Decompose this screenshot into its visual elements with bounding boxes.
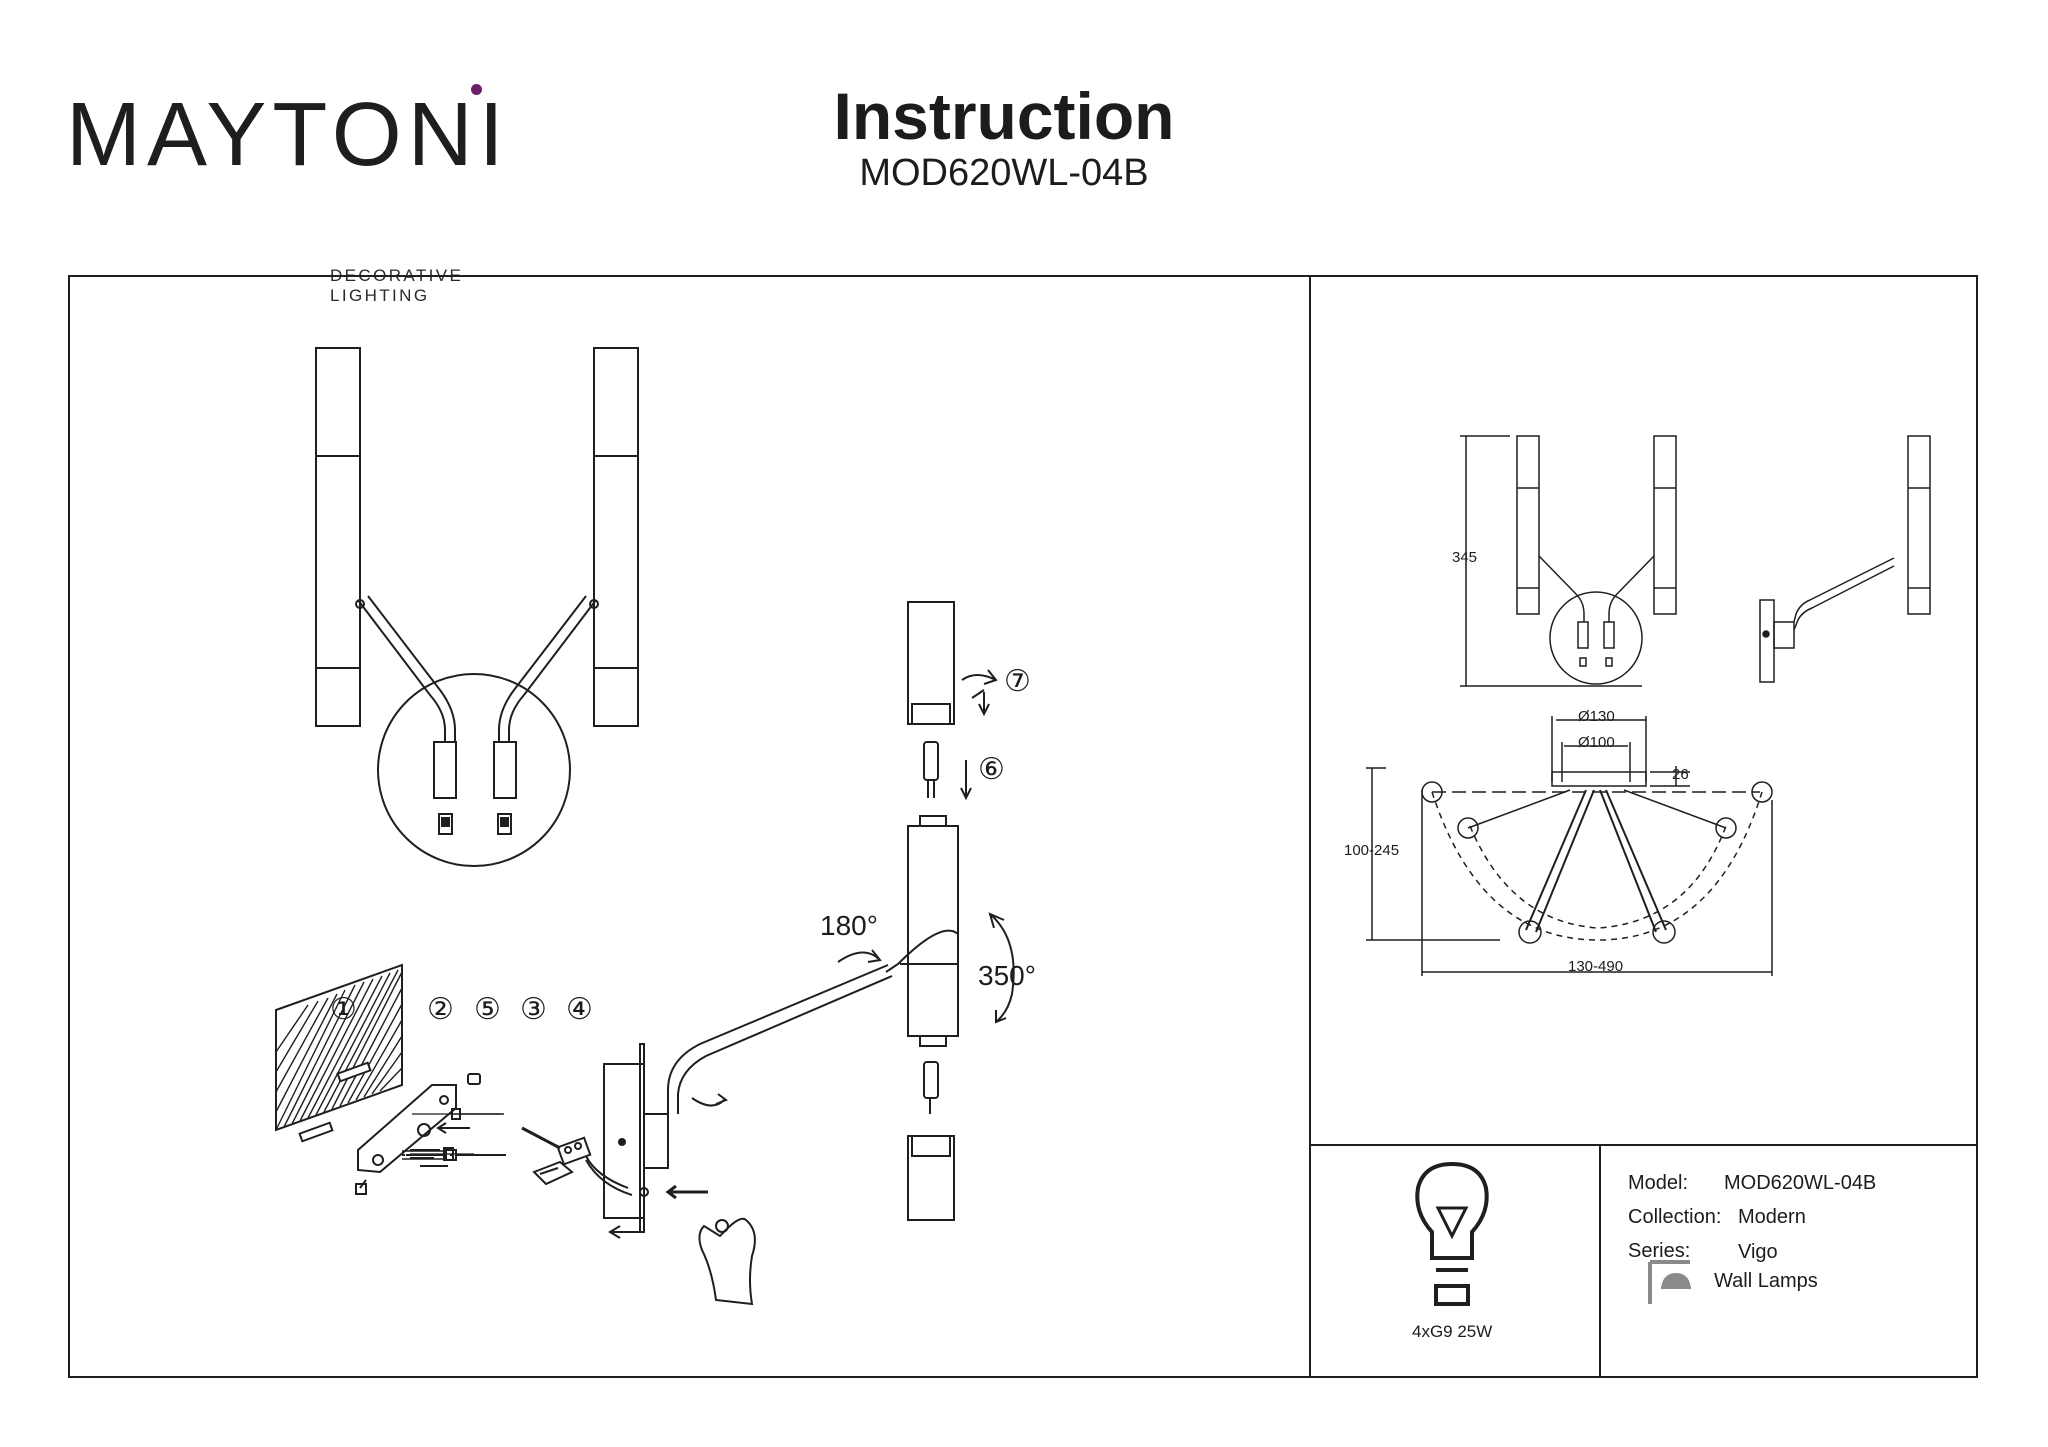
lamp-body-side [603, 964, 893, 1239]
model-label: Model: [1628, 1172, 1689, 1194]
left-arm [357, 599, 446, 742]
bulb-spec: 4xG9 25W [1412, 1322, 1493, 1341]
arrow-to-wall [436, 1122, 470, 1134]
series-label: Series: [1628, 1240, 1691, 1262]
dim-base-depth: 26 [1672, 766, 1689, 783]
g9-bulb-top [923, 741, 939, 781]
glass-shade-bottom [907, 1135, 955, 1221]
series-value: Vigo [1738, 1241, 1778, 1263]
hand-press-icon [665, 1184, 756, 1306]
logo-wordmark: MAYTONI [66, 85, 510, 185]
logo-accent-dot [471, 84, 482, 95]
rotation-arrow-head [988, 912, 1015, 1024]
wall-lamp-icon [1648, 1260, 1692, 1304]
bulb-icon [1415, 1161, 1489, 1306]
left-shade [315, 347, 361, 727]
right-arm-holder [493, 741, 517, 799]
dimension-drawing-front [1460, 435, 1677, 687]
dimension-drawing-side [1759, 435, 1931, 683]
mounting-bracket [357, 1084, 457, 1174]
terminal-block [521, 1126, 633, 1196]
screws [355, 1073, 506, 1195]
step-label-7: ⑦ [1004, 665, 1031, 698]
maytoni-logo: MAYTONI DECORATIVE LIGHTING [66, 90, 504, 305]
left-switch-icon [438, 813, 453, 835]
part-label-1: ① [330, 993, 357, 1026]
rotation-arrow-arm [837, 949, 882, 963]
model-value: MOD620WL-04B [1724, 1172, 1877, 1194]
rotation-label-head: 350° [978, 960, 1036, 991]
wall-surface [275, 963, 403, 1132]
wall-plate [377, 673, 571, 867]
step-label-6: ⑥ [978, 753, 1005, 786]
dim-depth-range: 100-245 [1344, 842, 1400, 859]
part-label-5: ⑤ [474, 993, 501, 1026]
rotation-label-arm: 180° [820, 910, 878, 941]
collection-value: Modern [1738, 1206, 1806, 1228]
g9-bulb-bottom [923, 1061, 939, 1099]
dim-outer-diameter: Ø130 [1578, 708, 1615, 725]
page-title: Instruction [833, 79, 1175, 153]
collection-label: Collection: [1628, 1206, 1722, 1228]
mounting-diagram [275, 601, 1015, 1306]
dim-inner-diameter: Ø100 [1578, 734, 1615, 751]
right-switch-icon [497, 813, 512, 835]
left-arm-holder [433, 741, 457, 799]
glass-shade [907, 601, 955, 725]
part-label-2: ② [427, 993, 454, 1026]
right-shade [593, 347, 639, 727]
dimension-drawing-top [1366, 716, 1773, 976]
instruction-frame [68, 275, 1978, 1378]
dim-width-range: 130-490 [1568, 958, 1624, 975]
right-arm [508, 599, 597, 742]
part-label-3: ③ [520, 993, 547, 1026]
lamp-head-assembly [837, 601, 1015, 1221]
dim-height: 345 [1452, 549, 1478, 566]
lamp-front-view [315, 347, 639, 867]
type-value: Wall Lamps [1714, 1270, 1818, 1292]
model-code: MOD620WL-04B [859, 152, 1149, 194]
part-label-4: ④ [566, 993, 593, 1026]
